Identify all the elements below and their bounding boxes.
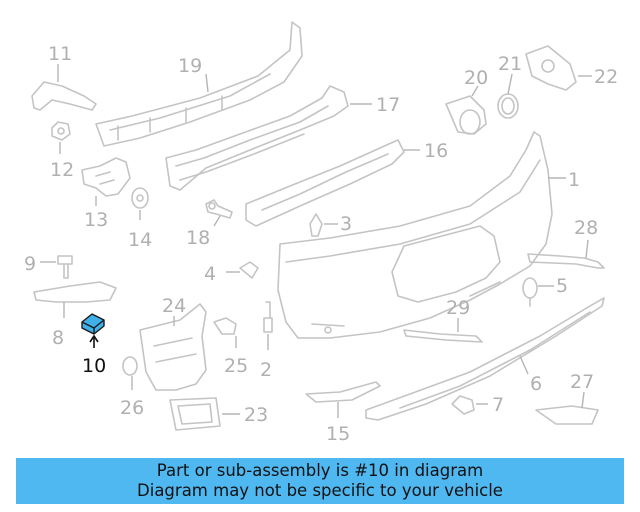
callout-10: 10 — [82, 355, 106, 377]
callout-28: 28 — [574, 217, 598, 239]
callout-3: 3 — [340, 213, 352, 235]
part-10-highlighted — [81, 313, 105, 335]
callout-20: 20 — [464, 67, 488, 89]
callout-6: 6 — [530, 373, 542, 395]
callout-23: 23 — [244, 404, 268, 426]
part-3-clip — [309, 213, 323, 237]
part-27-trim — [535, 405, 599, 425]
part-5-reflector — [522, 277, 538, 307]
callout-24: 24 — [162, 295, 186, 317]
callout-22: 22 — [594, 66, 618, 88]
callout-26: 26 — [120, 397, 144, 419]
leader-28 — [585, 239, 589, 259]
part-1-bumper-cover — [277, 131, 553, 339]
leader-21 — [507, 73, 513, 95]
part-18-bolt — [205, 199, 233, 219]
callout-29: 29 — [446, 297, 470, 319]
callout-11: 11 — [48, 43, 72, 65]
callout-9: 9 — [24, 253, 36, 275]
callout-2: 2 — [260, 359, 272, 381]
part-20-sensor — [445, 95, 487, 135]
part-26-clip — [122, 356, 138, 376]
part-17-reinforcement — [165, 85, 349, 191]
callout-8: 8 — [52, 327, 64, 349]
callout-18: 18 — [186, 227, 210, 249]
part-28-trim — [527, 253, 605, 269]
part-11-bracket — [31, 81, 97, 111]
leader-20 — [471, 85, 479, 97]
part-7-clip — [451, 395, 475, 415]
part-15-strip — [305, 381, 381, 403]
leader-27 — [581, 391, 585, 409]
callout-13: 13 — [84, 209, 108, 231]
callout-14: 14 — [128, 229, 152, 251]
part-29-molding — [403, 329, 483, 343]
part-8-bracket — [33, 281, 117, 303]
part-22-bracket — [525, 45, 577, 91]
callout-17: 17 — [376, 94, 400, 116]
part-23-frame — [169, 397, 221, 431]
callout-21: 21 — [498, 53, 522, 75]
leader-18 — [213, 215, 221, 227]
leader-6 — [519, 355, 529, 375]
callout-1: 1 — [568, 169, 580, 191]
callout-7: 7 — [492, 394, 504, 416]
info-banner: Part or sub-assembly is #10 in diagram D… — [16, 458, 624, 504]
callout-27: 27 — [570, 371, 594, 393]
part-14-clip — [131, 187, 149, 209]
part-9-bolt — [57, 255, 73, 279]
part-19-absorber-bar — [95, 21, 303, 147]
part-4-nut — [239, 261, 259, 279]
part-25-bolt — [213, 317, 237, 335]
part-12-nut — [51, 121, 71, 141]
part-2-bolt — [263, 301, 273, 333]
callout-4: 4 — [204, 263, 216, 285]
banner-line-1: Part or sub-assembly is #10 in diagram — [156, 461, 484, 480]
callout-16: 16 — [424, 140, 448, 162]
callout-25: 25 — [224, 355, 248, 377]
part-21-sensor-ring — [497, 93, 519, 119]
leader-19 — [205, 73, 209, 93]
callout-19: 19 — [178, 55, 202, 77]
part-16-absorber — [245, 139, 405, 227]
callout-12: 12 — [50, 159, 74, 181]
banner-line-2: Diagram may not be specific to your vehi… — [137, 481, 503, 500]
arrowhead-10 — [89, 334, 99, 343]
part-24-bracket — [139, 303, 207, 391]
callout-5: 5 — [556, 275, 568, 297]
callout-15: 15 — [326, 423, 350, 445]
part-13-bracket — [81, 157, 131, 197]
part-6-diffuser — [365, 297, 605, 421]
